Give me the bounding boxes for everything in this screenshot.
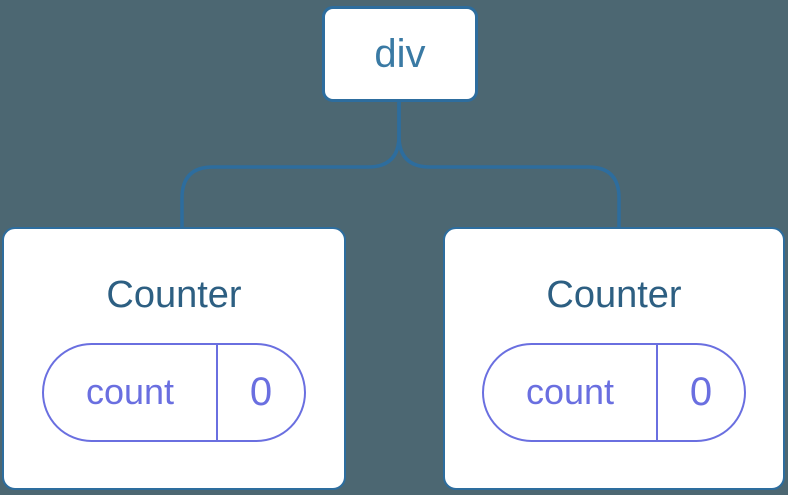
counter-card-left: Counter count 0: [2, 227, 346, 490]
state-key-label: count: [85, 371, 175, 413]
state-key-cell: count: [484, 344, 658, 440]
connector-branch-right: [397, 101, 621, 229]
state-pill: count 0: [482, 342, 746, 442]
tree-node-div: div: [322, 6, 478, 102]
component-name: Counter: [546, 274, 682, 316]
counter-card-right: Counter count 0: [443, 227, 785, 490]
state-pill: count 0: [42, 342, 306, 442]
state-value-cell: 0: [218, 345, 304, 440]
connector-branch-left: [180, 101, 401, 229]
component-name: Counter: [106, 274, 242, 316]
state-value-cell: 0: [658, 345, 744, 440]
state-key-label: count: [525, 371, 615, 413]
state-value-label: 0: [689, 370, 713, 415]
div-node-label: div: [374, 32, 426, 76]
state-value-label: 0: [249, 370, 273, 415]
state-key-cell: count: [44, 344, 218, 440]
